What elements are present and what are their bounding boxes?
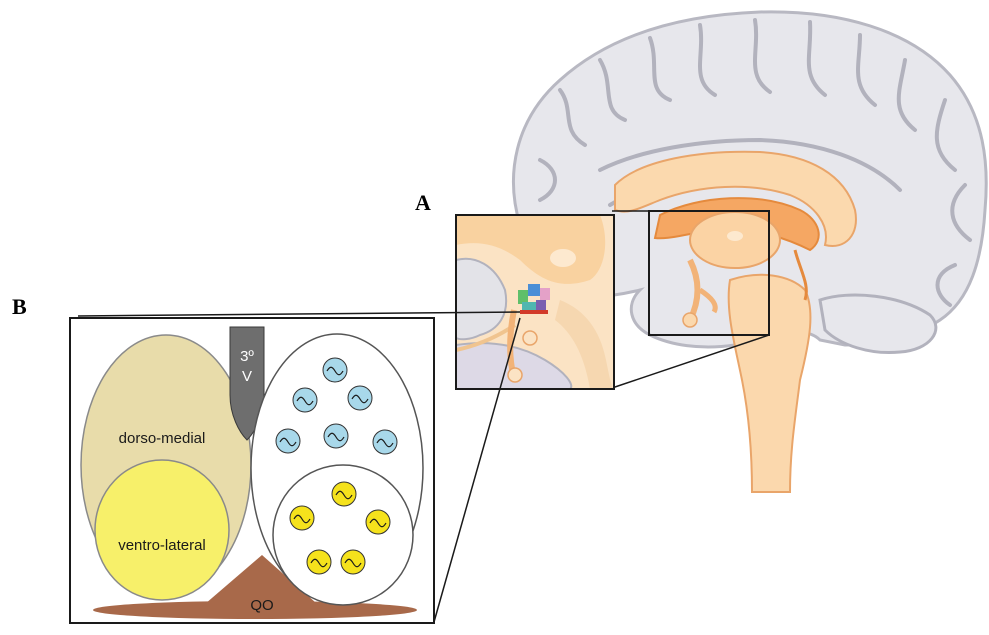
scn-cluster-pink [540, 288, 550, 300]
yellow-neuron [307, 550, 331, 574]
yellow-neuron [341, 550, 365, 574]
blue-neuron [293, 388, 317, 412]
scn-cluster-green [518, 290, 528, 304]
blue-neuron [348, 386, 372, 410]
blue-neuron [276, 429, 300, 453]
third-ventricle-label-top: 3º [240, 348, 254, 365]
panel-a-letter: A [415, 190, 431, 216]
inset-a [456, 215, 614, 389]
yellow-neuron [332, 482, 356, 506]
scn-cluster-blue [528, 284, 540, 296]
third-ventricle-label-bottom: V [242, 368, 252, 385]
blue-neuron [373, 430, 397, 454]
yellow-neuron [366, 510, 390, 534]
dorso-medial-label: dorso-medial [119, 430, 206, 447]
optic-chiasm-label: QO [250, 597, 273, 614]
ventro-lateral-label: ventro-lateral [118, 537, 206, 554]
ventro-lateral-region [95, 460, 229, 600]
panel-b-letter: B [12, 294, 27, 320]
blue-neuron [323, 358, 347, 382]
yellow-neuron [290, 506, 314, 530]
panel-b-diagram: 3º V dorso-medial ventro-lateral QO [70, 318, 434, 623]
blue-neuron [324, 424, 348, 448]
